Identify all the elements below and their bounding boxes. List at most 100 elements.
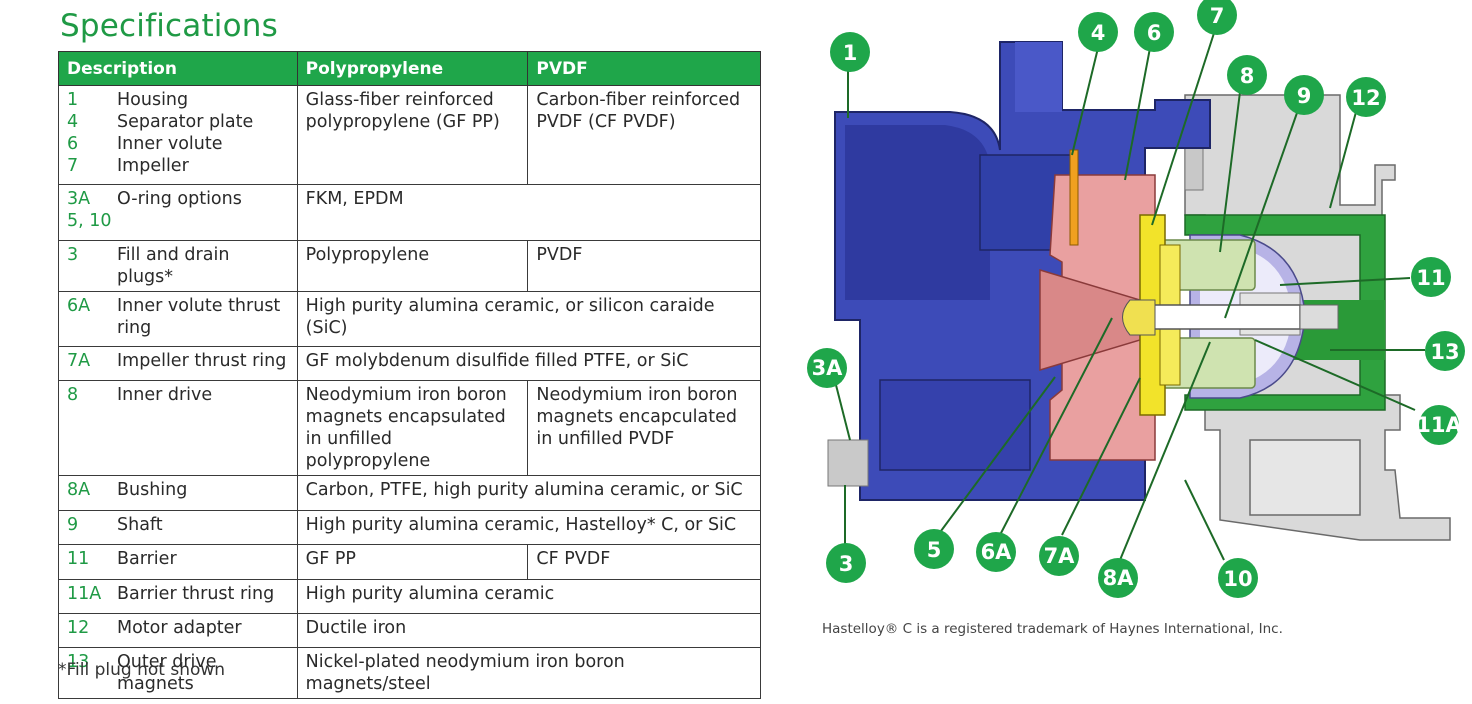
row-description: 13 Outer drive magnets: [58, 647, 298, 699]
svg-text:3: 3: [839, 552, 854, 576]
svg-text:4: 4: [1091, 21, 1106, 45]
svg-text:11A: 11A: [1416, 413, 1462, 437]
pvdf-cell: Neodymium iron boron magnets encapculate…: [527, 380, 761, 476]
svg-text:7A: 7A: [1044, 544, 1076, 568]
part-number: 4: [67, 112, 79, 132]
callout-4: 4: [1078, 12, 1118, 52]
part-number: 12: [67, 618, 90, 638]
header-polypropylene: Polypropylene: [296, 51, 529, 86]
material-cell: High purity alumina ceramic: [296, 579, 762, 614]
leader-lines: [835, 29, 1425, 561]
part-label: Barrier: [117, 549, 177, 569]
svg-text:12: 12: [1351, 86, 1380, 110]
table-row: 12 Motor adapter Ductile iron: [58, 613, 762, 648]
row-description: 6A Inner volute thrust ring: [58, 291, 298, 347]
separator-plate: [1069, 149, 1079, 246]
part-number: 11: [67, 549, 90, 569]
part-label: Motor adapter: [117, 618, 242, 638]
table-row: 11 Barrier GF PP CF PVDF: [58, 544, 761, 580]
material-cell: FKM, EPDM: [296, 184, 762, 241]
part-label: Outer drive magnets: [117, 652, 217, 694]
svg-text:9: 9: [1297, 84, 1312, 108]
part-number: 3: [67, 245, 79, 265]
polypropylene-cell: Neodymium iron boron magnets encapsulate…: [296, 380, 529, 476]
svg-text:11: 11: [1416, 266, 1445, 290]
part-label: Separator plate: [117, 112, 254, 132]
part-number: 13: [67, 652, 90, 672]
part-number: 8A: [67, 480, 91, 500]
callout-6a: 6A: [976, 532, 1016, 572]
pvdf-cell: PVDF: [527, 240, 761, 292]
callout-1: 1: [830, 32, 870, 72]
callout-11a: 11A: [1416, 405, 1462, 445]
table-row: 8A Bushing Carbon, PTFE, high purity alum…: [58, 475, 762, 511]
part-number: 7A: [67, 351, 91, 371]
part-number: 3A: [67, 189, 91, 209]
table-row: 13 Outer drive magnets Nickel-plated neod…: [58, 647, 762, 699]
row-description: 8A Bushing: [58, 475, 298, 511]
header-pvdf: PVDF: [527, 51, 761, 86]
part-number: 6: [67, 134, 79, 154]
callout-5: 5: [914, 529, 954, 569]
callout-7: 7: [1197, 0, 1237, 35]
material-cell: Ductile iron: [296, 613, 762, 648]
polypropylene-cell: Glass-fiber reinforced polypropylene (GF…: [296, 85, 529, 185]
callouts: 1 4 6 7 8 9 12 11 13 11A 3A 3 5 6A 7A 8A…: [807, 0, 1465, 598]
trademark-note: Hastelloy® C is a registered trademark o…: [822, 621, 1283, 637]
polypropylene-cell: GF PP: [296, 544, 529, 580]
material-cell: High purity alumina ceramic, Hastelloy* …: [296, 510, 762, 545]
part-label: Impeller thrust ring: [117, 351, 287, 371]
row-description: 11 Barrier: [58, 544, 298, 580]
pvdf-cell: CF PVDF: [527, 544, 761, 580]
callout-8a: 8A: [1098, 558, 1138, 598]
part-number: 5, 10: [67, 211, 112, 231]
pvdf-cell: Carbon-fiber reinforced PVDF (CF PVDF): [527, 85, 761, 185]
material-cell: Nickel-plated neodymium iron boron magne…: [296, 647, 762, 699]
row-description: 3 Fill and drain plugs*: [58, 240, 298, 292]
material-cell: High purity alumina ceramic, or silicon …: [296, 291, 762, 347]
part-label: Impeller: [117, 156, 189, 176]
table-row: 6A Inner volute thrust ring High purity a…: [58, 291, 762, 347]
part-label: [117, 210, 289, 232]
part-label: Inner drive: [117, 385, 213, 405]
part-number: 6A: [67, 296, 91, 316]
part-number: 11A: [67, 584, 102, 604]
part-label: Inner volute thrust ring: [117, 296, 281, 338]
callout-3a: 3A: [807, 348, 847, 388]
part-label: Shaft: [117, 515, 163, 535]
callout-11: 11: [1411, 257, 1451, 297]
part-number: 7: [67, 156, 79, 176]
callout-10: 10: [1218, 558, 1258, 598]
callout-13: 13: [1425, 331, 1465, 371]
part-label: Bushing: [117, 480, 188, 500]
part-label: Barrier thrust ring: [117, 584, 275, 604]
part-label: O-ring options: [117, 189, 242, 209]
page-title: Specifications: [60, 8, 278, 44]
svg-text:6A: 6A: [981, 540, 1013, 564]
table-header-row: Description Polypropylene PVDF: [58, 51, 761, 86]
callout-6: 6: [1134, 12, 1174, 52]
callout-9: 9: [1284, 75, 1324, 115]
svg-text:1: 1: [843, 41, 858, 65]
callout-8: 8: [1227, 55, 1267, 95]
callout-3: 3: [826, 543, 866, 583]
material-cell: Carbon, PTFE, high purity alumina cerami…: [296, 475, 762, 511]
svg-text:10: 10: [1223, 567, 1252, 591]
svg-text:8: 8: [1240, 64, 1255, 88]
callout-12: 12: [1346, 77, 1386, 117]
svg-text:5: 5: [927, 538, 942, 562]
footnote: *Fill plug not shown: [58, 660, 226, 680]
table-row: 11A Barrier thrust ring High purity alumi…: [58, 579, 762, 614]
part-label: Fill and drain plugs*: [117, 245, 230, 287]
svg-text:3A: 3A: [812, 356, 844, 380]
part-label: Inner volute: [117, 134, 223, 154]
row-description: 3A O-ring options 5, 10: [58, 184, 298, 241]
svg-text:13: 13: [1430, 340, 1459, 364]
